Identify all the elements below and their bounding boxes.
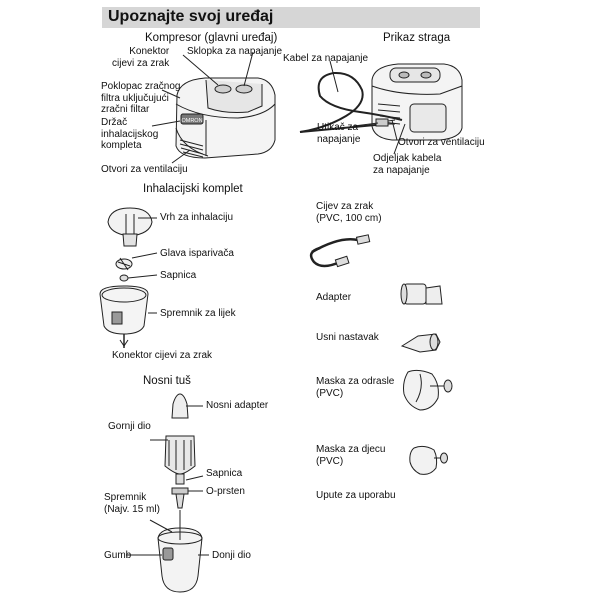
- brand-badge: [180, 113, 204, 125]
- medication-tank-icon: [99, 285, 149, 335]
- nasal-shower-illustration: [157, 393, 203, 593]
- label-upper-part: Gornji dio: [108, 421, 151, 432]
- label-manual: Upute za uporabu: [316, 490, 396, 501]
- nasal-shower-title: Nosni tuš: [143, 375, 191, 387]
- nebulizer-kit-title: Inhalacijski komplet: [143, 183, 243, 195]
- label-shower-tank: Spremnik (Najv. 15 ml): [104, 492, 160, 515]
- label-kit-air-tube-connector: Konektor cijevi za zrak: [112, 350, 213, 361]
- cable-compartment-icon: [409, 103, 447, 133]
- power-plug-icon: [375, 118, 389, 127]
- label-vaporizer-head: Glava isparivača: [160, 248, 234, 259]
- section-header: Upoznajte svoj uređaj: [102, 7, 480, 28]
- label-inhalation-top: Vrh za inhalaciju: [160, 212, 234, 223]
- label-button: Gumb: [104, 550, 132, 561]
- mouthpiece-illustration: [400, 333, 441, 353]
- o-ring-icon: [171, 487, 189, 495]
- adapter-illustration: [400, 283, 443, 305]
- label-mouthpiece: Usni nastavak: [316, 332, 379, 343]
- label-nozzle: Sapnica: [160, 270, 197, 281]
- rear-view-illustration: [299, 63, 463, 141]
- label-shower-nozzle: Sapnica: [206, 468, 243, 479]
- shower-nozzle-icon: [175, 473, 185, 485]
- label-power-cable: Kabel za napajanje: [283, 53, 369, 64]
- rear-vents-icon: [377, 103, 401, 125]
- child-mask-illustration: [409, 445, 448, 475]
- label-front-vents: Otvori za ventilaciju: [101, 164, 188, 175]
- label-child-mask: Maska za djecu (PVC): [316, 444, 386, 467]
- shower-tank-icon: [157, 527, 203, 593]
- compressor-illustration: [175, 77, 276, 159]
- label-power-switch: Sklopka za napajanje: [187, 46, 283, 57]
- power-switch-icon: [214, 84, 232, 94]
- air-tube-illustration: [309, 234, 371, 268]
- adult-mask-illustration: [403, 369, 453, 411]
- label-kit-holder: Držač inhalacijskog kompleta: [101, 117, 159, 151]
- nozzle-icon: [119, 274, 129, 282]
- label-medication-tank: Spremnik za lijek: [160, 308, 236, 319]
- vents-icon: [179, 139, 204, 158]
- compressor-brand: OMRON: [181, 118, 202, 124]
- label-nasal-adapter: Nosni adapter: [206, 400, 269, 411]
- button-icon: [162, 547, 174, 561]
- label-adult-mask: Maska za odrasle (PVC): [316, 376, 395, 399]
- label-air-tube-connector: Konektor cijevi za zrak: [112, 46, 170, 69]
- compressor-title: Kompresor (glavni uređaj): [145, 32, 278, 44]
- label-filter-cover: Poklopac zračnog filtra uključujući zrač…: [101, 81, 181, 115]
- label-o-ring: O-prsten: [206, 486, 245, 497]
- label-lower-part: Donji dio: [212, 550, 251, 561]
- nebulizer-kit-illustration: [99, 207, 153, 348]
- nasal-adapter-icon: [171, 393, 189, 419]
- rear-view-title: Prikaz straga: [383, 32, 451, 44]
- inhalation-top-icon: [107, 207, 153, 237]
- label-cable-compartment: Odjeljak kabela za napajanje: [373, 153, 442, 176]
- page-title: Upoznajte svoj uređaj: [108, 8, 274, 25]
- label-rear-vents: Otvori za ventilaciju: [398, 137, 485, 148]
- label-adapter: Adapter: [316, 292, 352, 303]
- air-tube-connector-icon: [235, 84, 253, 94]
- label-power-plug: Utikač za napajanje: [317, 122, 361, 145]
- label-air-tube: Cijev za zrak (PVC, 100 cm): [316, 201, 382, 224]
